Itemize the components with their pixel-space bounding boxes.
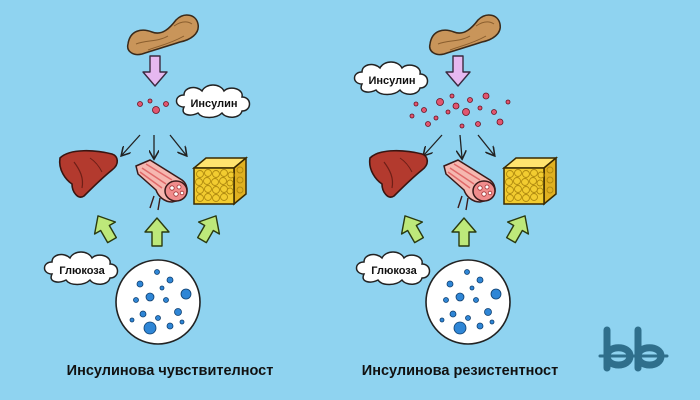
glucose-arrow-fat xyxy=(499,209,537,247)
muscle-icon xyxy=(443,159,496,211)
glucose-cell xyxy=(425,259,511,345)
panel-resistant: Инсулин Глюкоза xyxy=(353,14,557,345)
glucose-arrow-liver xyxy=(393,209,431,247)
glucose-bubble: Глюкоза xyxy=(43,251,119,286)
insulin-target-arrows xyxy=(122,134,186,158)
pancreas-icon xyxy=(428,14,502,56)
liver-icon xyxy=(368,149,429,198)
insulin-dots xyxy=(409,92,511,129)
insulin-label: Инсулин xyxy=(368,75,415,87)
glucose-arrow-muscle xyxy=(451,217,477,247)
insulin-bubble: Инсулин xyxy=(353,61,429,96)
insulin-dots xyxy=(137,98,169,114)
glucose-arrow-muscle xyxy=(144,217,170,247)
panel-sensitive: Инсулин Глюкоза xyxy=(43,14,251,345)
glucose-label: Глюкоза xyxy=(371,265,417,277)
muscle-icon xyxy=(135,159,188,211)
glucose-label: Глюкоза xyxy=(59,265,105,277)
glucose-bubble: Глюкоза xyxy=(355,251,431,286)
caption-resistance: Инсулинова резистентност xyxy=(361,363,559,379)
insulin-bubble: Инсулин xyxy=(175,84,251,119)
glucose-cell xyxy=(115,259,201,345)
insulin-target-arrows xyxy=(424,134,494,158)
insulin-label: Инсулин xyxy=(190,98,237,110)
fat-tissue-icon xyxy=(503,157,557,205)
fat-tissue-icon xyxy=(193,157,247,205)
insulin-down-arrow xyxy=(142,55,168,87)
insulin-down-arrow xyxy=(445,55,471,87)
liver-icon xyxy=(58,149,119,198)
pancreas-icon xyxy=(126,14,200,56)
bb-logo-icon xyxy=(598,326,669,372)
glucose-arrow-liver xyxy=(86,209,124,247)
glucose-arrow-fat xyxy=(190,209,228,247)
caption-sensitivity: Инсулинова чувствителност xyxy=(66,363,274,379)
